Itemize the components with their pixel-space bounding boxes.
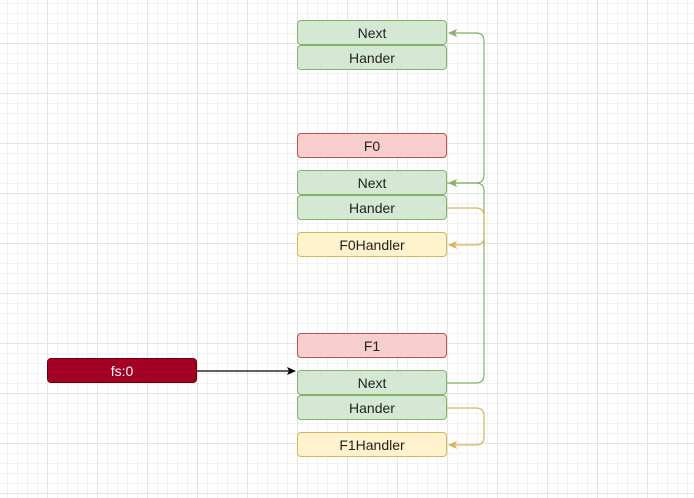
edge-f1-handler-to-func [447,407,485,449]
fs-register-node[interactable]: fs:0 [47,358,197,383]
edge-f1-next-to-f0-next [447,179,485,384]
edge-f0-handler-to-func [447,207,485,249]
top-handler-node[interactable]: Hander [297,45,447,70]
f1-handler-node[interactable]: Hander [297,395,447,420]
f0-handler-func-node[interactable]: F0Handler [297,232,447,257]
f0-frame-node[interactable]: F0 [297,133,447,158]
f0-handler-node[interactable]: Hander [297,195,447,220]
f0-next-node[interactable]: Next [297,170,447,195]
f1-frame-node[interactable]: F1 [297,333,447,358]
f1-handler-func-node[interactable]: F1Handler [297,432,447,457]
f1-next-node[interactable]: Next [297,370,447,395]
top-next-node[interactable]: Next [297,20,447,45]
edge-f0-next-to-top-next [447,29,485,184]
